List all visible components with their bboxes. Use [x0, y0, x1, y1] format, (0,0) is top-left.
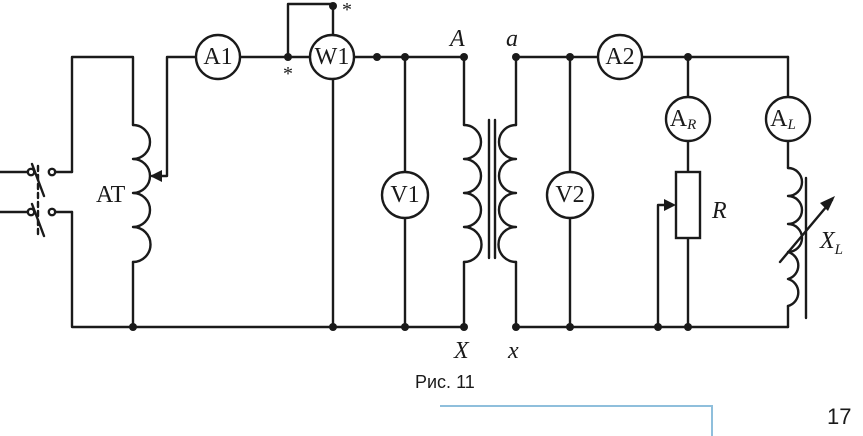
ammeter-al-label: AL: [770, 106, 796, 133]
ammeter-al: AL: [764, 95, 812, 143]
top-primary-wiring: [129, 2, 468, 331]
voltmeter-v2: V2: [545, 170, 595, 220]
autotransformer-label: AT: [96, 182, 126, 208]
secondary-wiring: [512, 53, 790, 331]
transformer: [462, 118, 518, 264]
variable-inductor: [778, 166, 835, 320]
ammeter-ar-label: AR: [670, 106, 697, 133]
voltmeter-v1: V1: [380, 170, 430, 220]
wattmeter-star-top: *: [342, 0, 352, 21]
secondary-terminal-x: x: [507, 338, 519, 364]
wattmeter-w1-label: W1: [315, 44, 350, 70]
autotransformer-coil: [131, 55, 198, 264]
primary-terminal-a: A: [448, 26, 465, 52]
left-wiring: [70, 55, 135, 329]
figure-caption: Рис. 11: [415, 372, 475, 392]
primary-terminal-x: X: [453, 338, 470, 364]
ammeter-a2: A2: [596, 33, 644, 81]
ammeter-a1-label: A1: [203, 44, 232, 70]
rheostat: [656, 170, 702, 329]
resistor-label: R: [711, 198, 727, 224]
wattmeter-star-left: *: [283, 63, 293, 85]
voltmeter-v2-label: V2: [555, 182, 584, 208]
wattmeter-w1: W1: [308, 33, 356, 81]
page-number: 17: [827, 404, 852, 429]
voltmeter-v1-label: V1: [390, 182, 419, 208]
secondary-terminal-a: a: [506, 26, 518, 52]
input-switch: [0, 162, 74, 238]
ammeter-a2-label: A2: [605, 44, 634, 70]
page-frame-line: [440, 405, 713, 436]
inductor-label: XL: [819, 228, 843, 258]
ammeter-a1: A1: [194, 33, 242, 81]
ammeter-ar: AR: [664, 95, 712, 143]
